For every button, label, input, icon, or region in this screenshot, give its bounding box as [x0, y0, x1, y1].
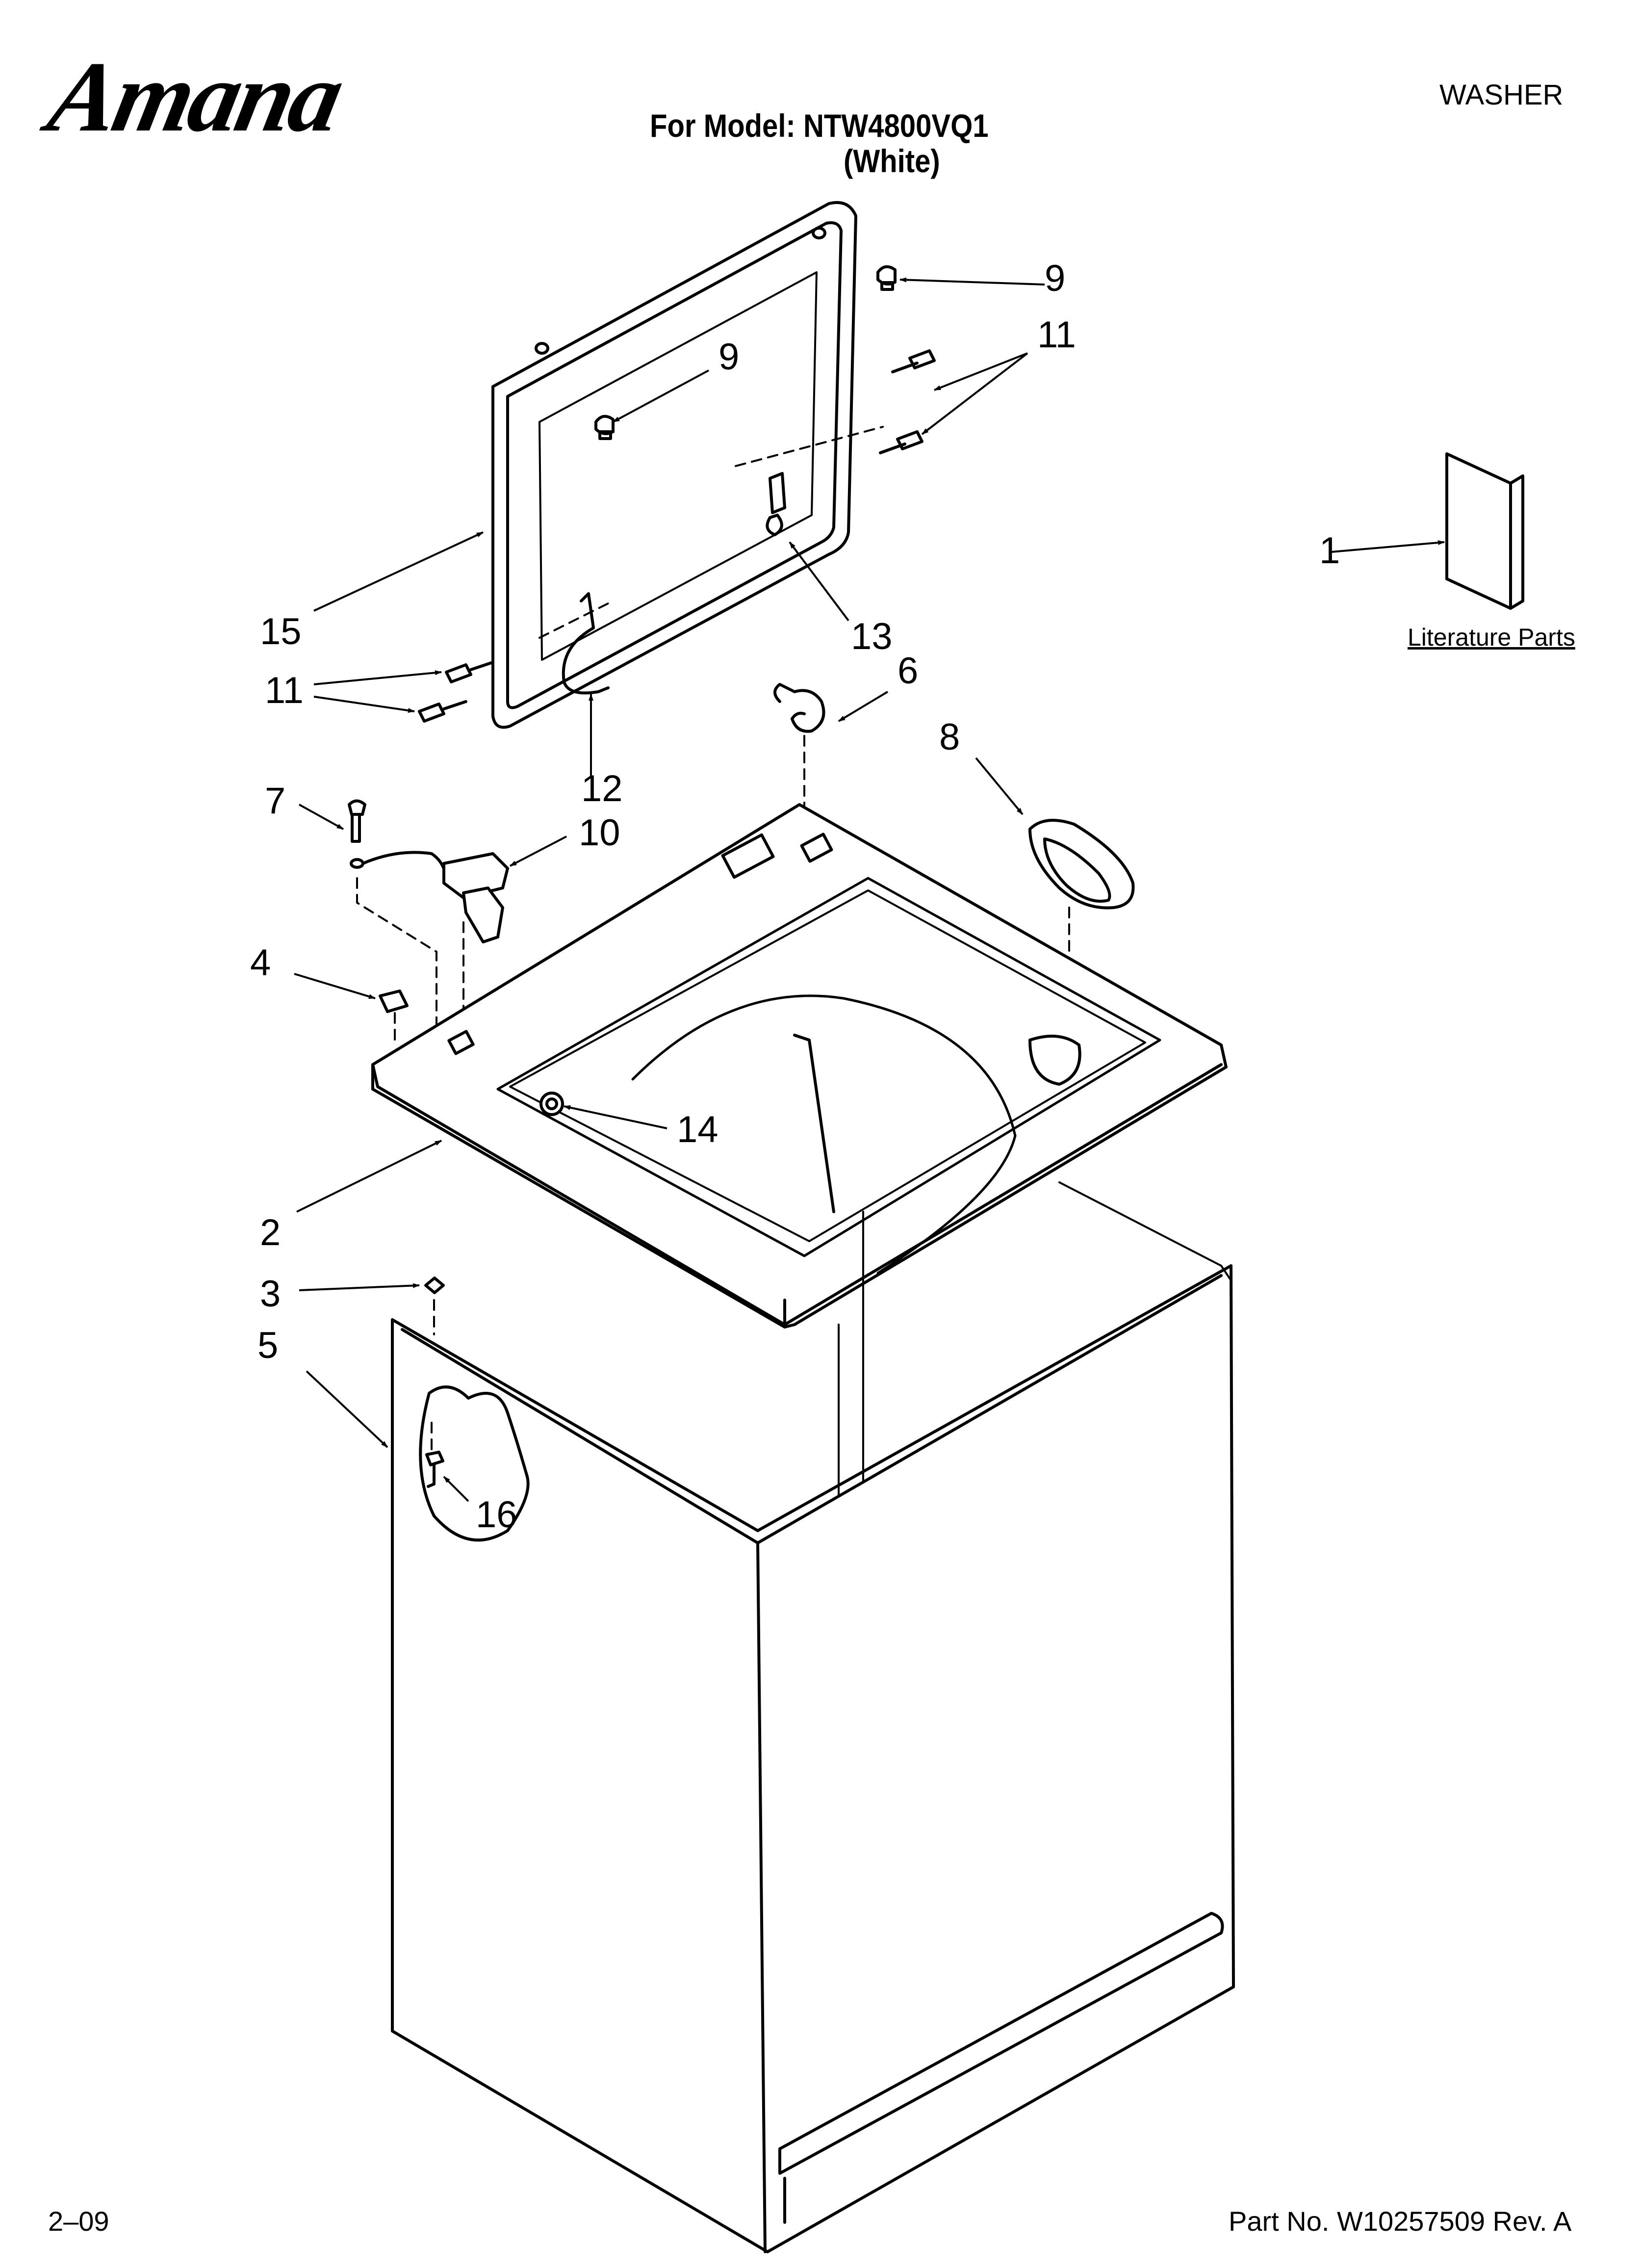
lid-clip	[773, 683, 825, 810]
callout-12: 12	[581, 768, 623, 809]
leader-13	[789, 541, 849, 622]
hinge-screw-left	[418, 661, 494, 723]
literature-parts-label: Literature Parts	[1408, 624, 1575, 651]
cabinet	[391, 1181, 1235, 2253]
callout-9-lid: 9	[718, 336, 740, 378]
callout-11-right: 11	[1037, 314, 1076, 356]
leader-15	[313, 531, 484, 612]
leader-2	[296, 1140, 442, 1213]
hinge-screw-right	[879, 349, 936, 454]
leader-11-left-a	[313, 670, 442, 685]
retainer-nut	[379, 990, 409, 1046]
lid-panel	[491, 201, 857, 729]
callout-5: 5	[257, 1325, 279, 1366]
leader-16	[443, 1476, 469, 1502]
leader-11-right-a	[934, 352, 1028, 391]
lid-bumper-top	[812, 227, 897, 291]
leader-1	[1331, 540, 1445, 553]
switch-screw	[348, 799, 437, 1056]
leader-5	[306, 1370, 388, 1448]
lid-hinge	[735, 426, 884, 536]
footer-part-number: Part No. W10257509 Rev. A	[1229, 2206, 1572, 2237]
leader-14	[564, 1105, 667, 1129]
callout-1: 1	[1319, 530, 1340, 572]
leader-6	[838, 691, 889, 722]
leader-11-right-b	[921, 352, 1028, 435]
callout-9-top: 9	[1045, 258, 1066, 299]
leader-8	[975, 757, 1024, 815]
callout-15: 15	[260, 611, 302, 652]
literature-booklet	[1445, 452, 1524, 610]
cabinet-cutaway	[419, 1385, 530, 1542]
model-title: For Model: NTW4800VQ1	[650, 107, 989, 144]
footer-date: 2–09	[48, 2206, 109, 2237]
leader-7	[299, 804, 344, 830]
callout-2: 2	[260, 1212, 281, 1253]
callout-11-left: 11	[265, 670, 304, 711]
leader-4	[294, 973, 376, 999]
callout-8: 8	[939, 716, 960, 758]
top-panel	[371, 803, 1228, 1329]
category-label: WASHER	[1439, 79, 1564, 111]
cabinet-clip	[424, 1277, 445, 1335]
lid-bumper-lid	[535, 342, 615, 440]
callout-13: 13	[851, 616, 893, 657]
leader-9-top	[899, 277, 1045, 286]
callout-7: 7	[265, 780, 286, 822]
callout-4: 4	[250, 942, 271, 984]
bleach-dispenser	[1028, 819, 1135, 967]
leader-9-lid	[613, 369, 709, 423]
leader-11-left-b	[313, 696, 415, 713]
callout-14: 14	[677, 1109, 718, 1150]
model-color: (White)	[844, 143, 940, 179]
callout-16: 16	[476, 1494, 517, 1536]
leader-3	[299, 1283, 420, 1291]
lid-switch	[361, 851, 509, 1017]
callout-10: 10	[579, 812, 620, 854]
leader-10	[510, 835, 567, 867]
callout-3: 3	[260, 1273, 281, 1315]
callout-6: 6	[898, 650, 919, 692]
lid-rod	[539, 592, 614, 695]
